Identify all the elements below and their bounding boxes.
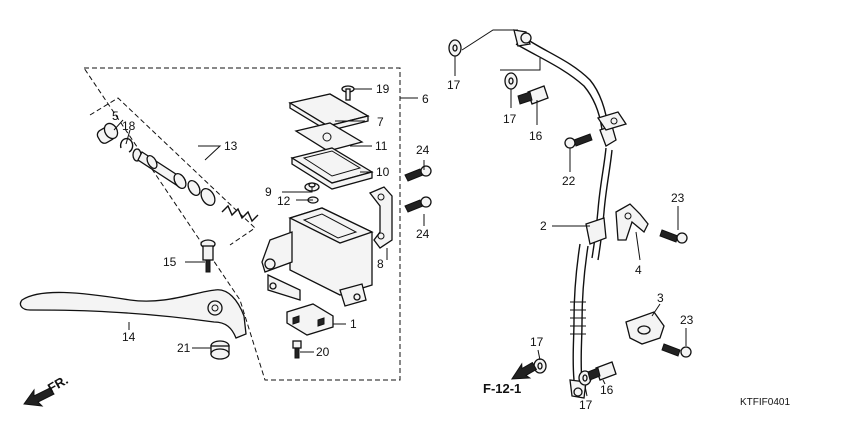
pivot-bolt	[200, 239, 216, 273]
holder-bolt-upper	[404, 165, 432, 182]
pivot-nut	[210, 340, 230, 360]
circlip	[119, 137, 134, 153]
callout-18: 18	[122, 119, 136, 133]
callout-20: 20	[316, 345, 330, 359]
callout-16-lower: 16	[600, 383, 614, 397]
reservoir-cap	[288, 93, 370, 132]
diaphragm-plate	[294, 122, 364, 152]
callout-24-upper: 24	[416, 143, 430, 157]
sealing-washer-1	[448, 39, 462, 57]
boot-cap	[96, 122, 119, 144]
drawing-code: KTFIF0401	[740, 397, 790, 408]
diaphragm	[290, 147, 374, 190]
sealing-washer-4	[578, 370, 592, 386]
callout-5: 5	[112, 109, 119, 123]
callout-22: 22	[562, 174, 576, 188]
callout-2: 2	[540, 219, 547, 233]
oil-bolt-lower	[587, 361, 617, 381]
holder-bolt-lower	[404, 196, 432, 213]
callout-9: 9	[265, 185, 272, 199]
hose-clamp-lower	[625, 311, 665, 345]
oil-bolt-upper	[517, 85, 549, 105]
master-cylinder-body	[261, 207, 374, 307]
cap-screw	[341, 85, 355, 101]
leader-lines	[113, 56, 687, 397]
callout-7: 7	[377, 115, 384, 129]
callout-19: 19	[376, 82, 390, 96]
callout-17-a: 17	[447, 78, 461, 92]
sealing-washer-3	[533, 358, 547, 374]
clamp-bolt-upper	[659, 229, 688, 244]
return-spring	[221, 204, 259, 223]
callout-17-d: 17	[579, 398, 593, 412]
clamp-bolt-lower	[661, 343, 692, 358]
callout-17-c: 17	[530, 335, 544, 349]
callout-24-lower: 24	[416, 227, 430, 241]
front-direction-arrow	[23, 387, 55, 407]
piston	[132, 148, 187, 190]
callout-23-upper: 23	[671, 191, 685, 205]
callout-17-b: 17	[503, 112, 517, 126]
callout-13: 13	[224, 139, 238, 153]
callout-3: 3	[657, 291, 664, 305]
hose-clamp-upper	[615, 203, 649, 241]
handlebar-holder	[368, 186, 393, 249]
callout-23-lower: 23	[680, 313, 694, 327]
callout-8: 8	[377, 257, 384, 271]
hose-clamp-bolt	[564, 133, 593, 149]
callout-1: 1	[350, 317, 357, 331]
hose-run-lines	[461, 29, 541, 71]
reference-label: F-12-1	[483, 381, 521, 396]
callout-15: 15	[163, 255, 177, 269]
reference-arrow	[510, 361, 538, 380]
brake-light-switch	[286, 303, 334, 336]
seal-cups	[187, 179, 216, 207]
callout-6: 6	[422, 92, 429, 106]
brake-hose	[513, 29, 628, 399]
brake-lever	[19, 289, 247, 339]
callout-14: 14	[122, 330, 136, 344]
piston-kit-group	[89, 97, 259, 246]
callout-11: 11	[375, 139, 388, 153]
switch-screw	[292, 340, 302, 359]
callout-16-upper: 16	[529, 129, 543, 143]
callout-4: 4	[635, 263, 642, 277]
callout-21: 21	[177, 341, 191, 355]
sealing-washer-2	[504, 72, 518, 90]
callout-12: 12	[277, 194, 291, 208]
reservoir-cap-stack	[288, 85, 374, 190]
callout-10: 10	[376, 165, 390, 179]
